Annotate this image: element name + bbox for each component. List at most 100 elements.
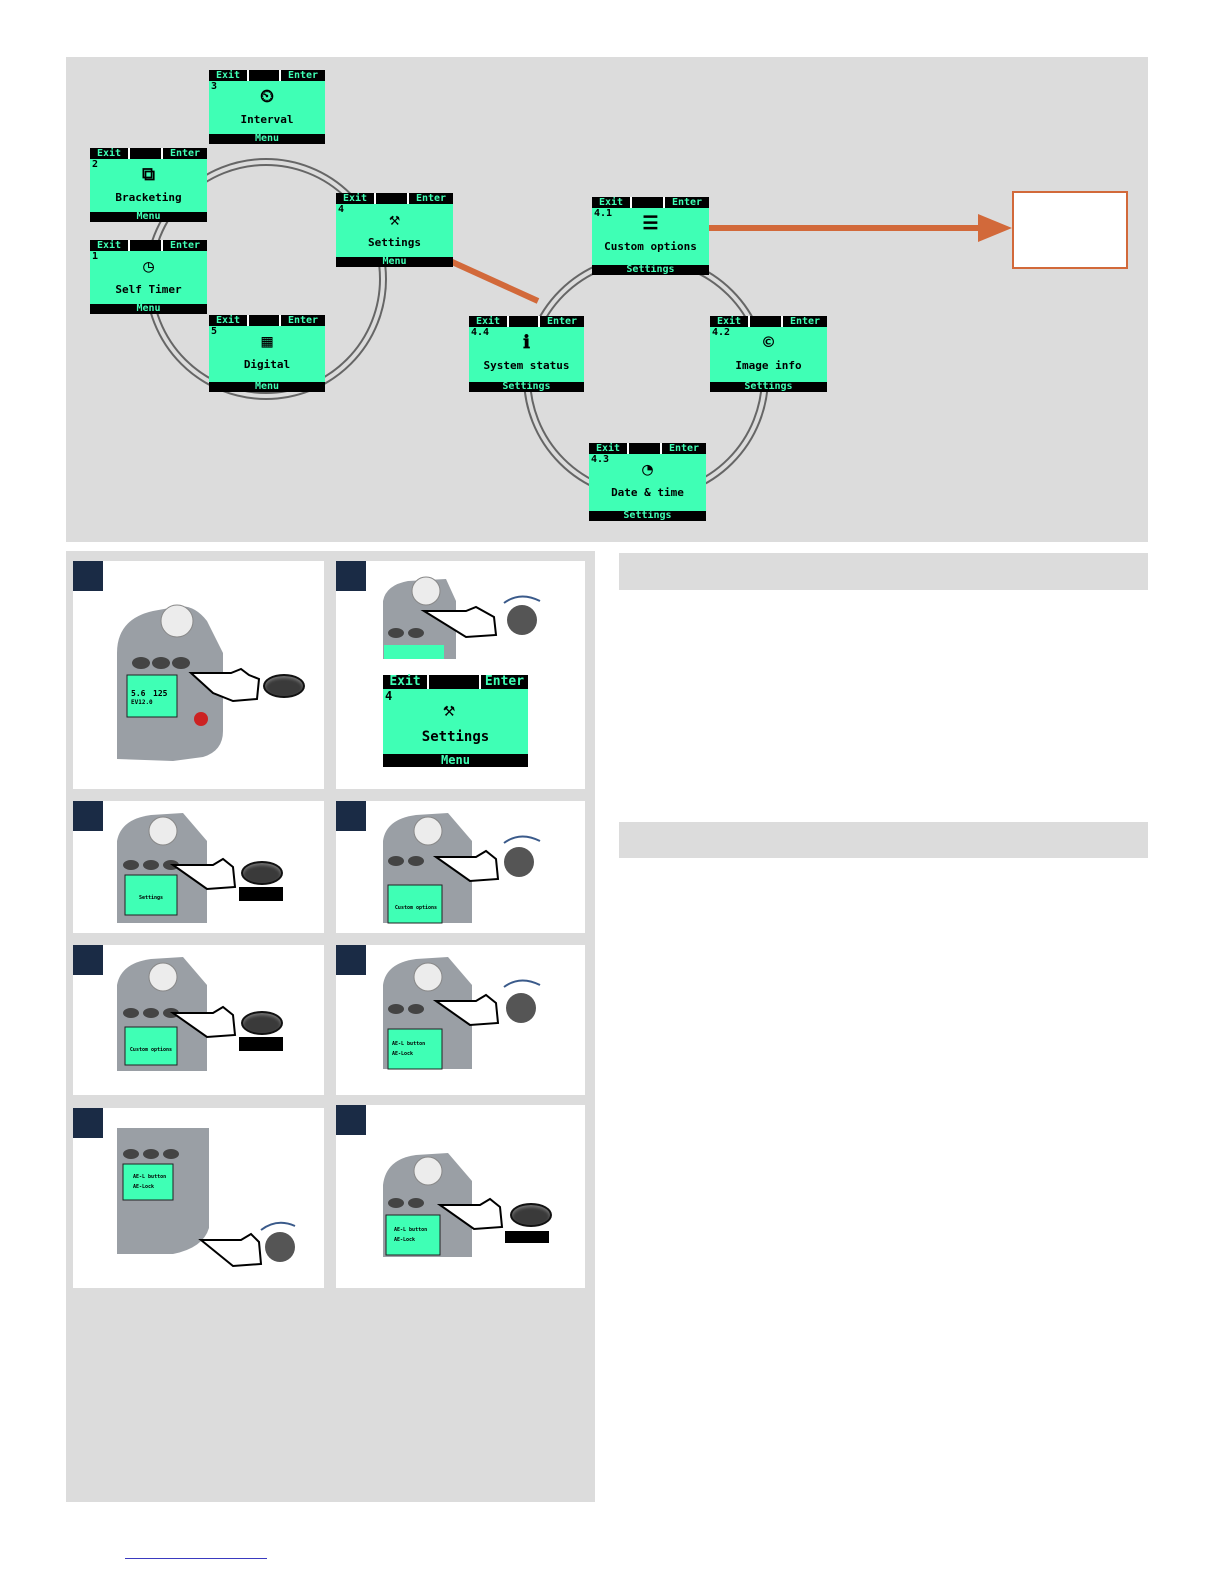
hammer-icon: ⚒ [443,697,456,721]
bracketing-icon: ⧉ [142,164,155,185]
step-tile-6: AE-L button AE-Lock [336,945,585,1095]
section-header-bar-2 [619,822,1148,858]
enter-label: Enter [665,197,709,208]
screen-enter-label: Enter [481,675,528,689]
label-bar [239,1037,283,1051]
screen-number: 4.4 [471,327,490,338]
screen-footer: Menu [336,257,453,267]
custom-options-arrowhead [978,214,1012,242]
screen-footer: Menu [209,382,325,392]
lcd-label: Custom options [394,905,438,911]
step-tile-5: Custom options [73,945,324,1095]
screen-footer: Menu [209,134,325,144]
lcd-label: Settings [138,895,164,901]
button-icon [263,674,305,698]
enter-label: Enter [540,316,584,327]
screen-label: Self Timer [115,283,182,296]
enter-label: Enter [281,70,325,81]
clock-icon: ◔ [642,459,653,480]
step-tile-4: Custom options [336,801,585,933]
step-badge [336,945,366,975]
step-tile-7: AE-L button AE-Lock [73,1108,324,1288]
screen-footer: Menu [90,212,207,222]
screen-label: Settings [368,236,421,249]
screen-exit-label: Exit [383,675,427,689]
section-header-bar-1 [619,553,1148,590]
camera-illustration [383,957,541,1070]
exit-label: Exit [710,316,748,327]
settings-connector [448,258,540,304]
screen-number: 4 [385,689,393,703]
button-icon [241,1011,283,1035]
step-tile-2: Exit Enter 4 ⚒ Settings Menu [336,561,585,789]
screen-label: Digital [243,358,291,371]
screen-footer: Settings [710,382,827,392]
screen-footer: Menu [90,304,207,314]
step-badge [336,801,366,831]
step-badge [336,1105,366,1135]
settings-screen-large: Exit Enter 4 ⚒ Settings Menu [383,675,528,767]
dial-icon [504,847,534,877]
step-badge [73,801,103,831]
screen-number: 4 [338,204,345,215]
step-tile-3: Settings [73,801,324,933]
screen-number: 4.2 [712,327,731,338]
exit-label: Exit [209,70,247,81]
camera-illustration [383,813,541,924]
hammer-icon: ⚒ [389,209,400,230]
lcd-line: AE-Lock [394,1237,416,1243]
screen-number: 3 [211,81,218,92]
screen-label: Custom options [604,240,697,253]
screen-label: Image info [735,359,802,372]
lcd-line: AE-Lock [392,1051,414,1057]
camera-illustration [117,813,237,923]
sliders-icon: ☰ [642,213,659,234]
screen-label: Interval [240,113,294,126]
camera-illustration [117,957,237,1071]
exit-label: Exit [469,316,507,327]
enter-label: Enter [163,148,207,159]
dial-icon [265,1232,295,1262]
lcd-line: AE-L button [394,1227,428,1233]
step-badge [336,561,366,591]
camera-illustration [383,576,541,659]
screen-footer: Settings [469,382,584,392]
timer-icon: ◷ [143,256,154,277]
screen-number: 2 [92,159,99,170]
enter-label: Enter [662,443,706,454]
interval-icon: ⏲ [259,86,275,107]
exit-label: Exit [592,197,630,208]
enter-label: Enter [409,193,453,204]
enter-label: Enter [783,316,827,327]
step-badge [73,561,103,591]
lcd-readout-a: 5.6 [131,689,146,698]
exit-label: Exit [90,240,128,251]
screen-footer: Menu [383,754,528,767]
lcd-label: Custom options [129,1047,173,1053]
exit-label: Exit [589,443,627,454]
lcd-line: AE-L button [133,1174,167,1180]
camera-illustration [117,604,261,761]
screen-number: 5 [211,326,218,337]
step-badge [73,1108,103,1138]
lcd-line: AE-L button [392,1041,426,1047]
footer-rule [125,1558,267,1559]
screen-number: 4.1 [594,208,613,219]
info-icon: ℹ [523,332,530,353]
label-bar [505,1231,549,1243]
label-bar [239,887,283,901]
screen-label: Settings [421,729,490,745]
exit-label: Exit [336,193,374,204]
screen-number: 4.3 [591,454,610,465]
exit-label: Exit [209,315,247,326]
step-tile-1: 5.6 125 EV12.0 [73,561,324,789]
button-icon [510,1203,552,1227]
